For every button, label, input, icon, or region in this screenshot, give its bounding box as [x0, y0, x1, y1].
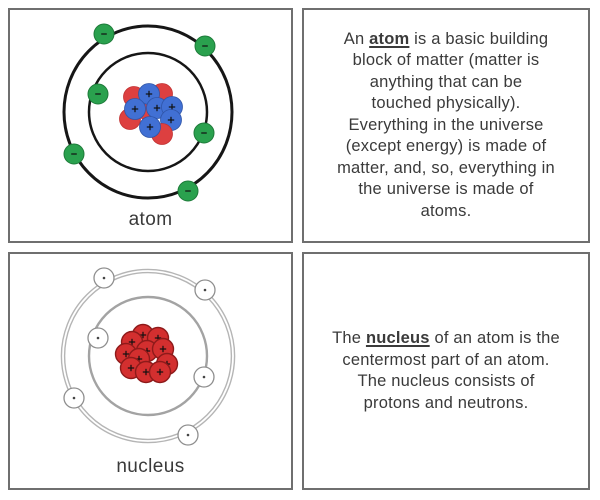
card-atom-definition: An atom is a basic building block of mat… [302, 8, 590, 243]
atom-diagram [62, 23, 234, 202]
card-nucleus-definition: The nucleus of an atom is the centermost… [302, 252, 590, 490]
card-nucleus-picture: nucleus [8, 252, 293, 490]
nucleus-definition-body: of an atom is the centermost part of an … [342, 329, 560, 412]
nucleus-definition-pre: The [332, 329, 366, 347]
atom-definition-body: is a basic building block of matter (mat… [337, 29, 555, 220]
nucleus-definition-text: The nucleus of an atom is the centermost… [324, 328, 568, 414]
nucleus-label: nucleus [116, 456, 185, 477]
card-atom-picture: atom [8, 8, 293, 243]
atom-label: atom [128, 209, 173, 230]
atom-definition-pre: An [343, 29, 370, 48]
nucleus-diagram [60, 267, 236, 446]
atom-keyword: atom [369, 29, 410, 48]
atom-definition-text: An atom is a basic building block of mat… [329, 29, 563, 223]
nucleus-keyword: nucleus [365, 329, 430, 347]
